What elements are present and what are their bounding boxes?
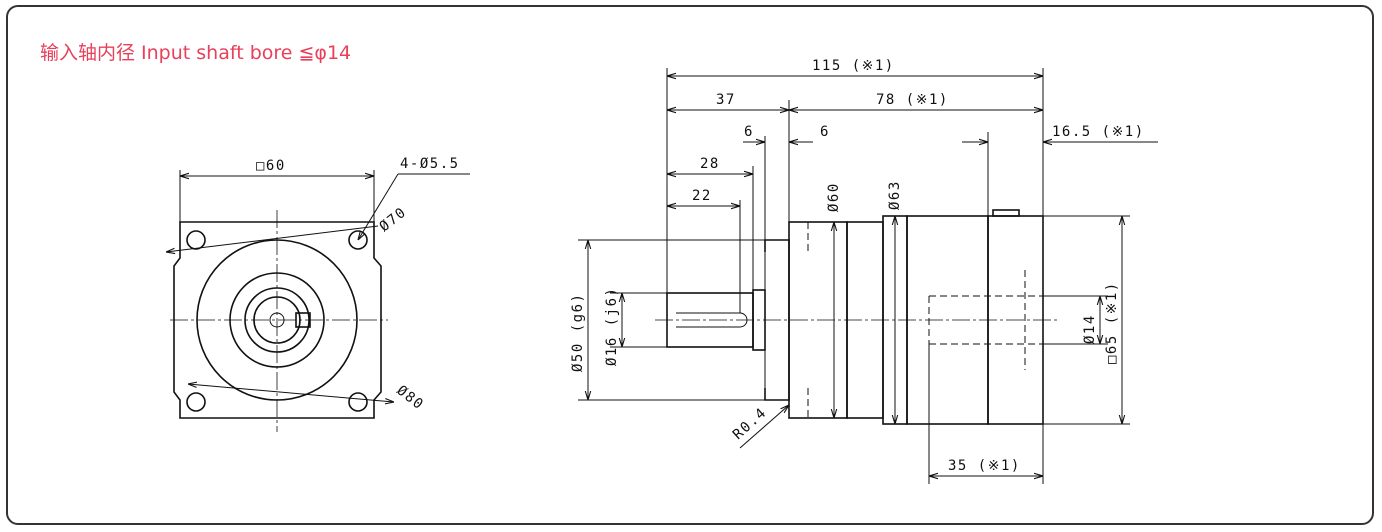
mount-hole-bl: [186, 392, 206, 412]
shaft-length-label: 28: [700, 156, 720, 172]
gap-left-label: 6: [744, 124, 754, 140]
body-dia-label: Ø63: [887, 180, 903, 210]
flange-length-label: 37: [716, 92, 736, 108]
overall-length-label: 115 (※1): [812, 58, 895, 74]
mount-hole-br: [348, 392, 368, 412]
side-view: 115 (※1) 37 78 (※1) 6 6 28 22 16.5 (※1) …: [570, 58, 1158, 484]
body-length-label: 78 (※1): [876, 92, 949, 108]
gap-right-label: 6: [820, 124, 830, 140]
bore-dia-label: Ø14: [1082, 314, 1098, 344]
spigot-dia-label: Ø50 (g6): [570, 293, 586, 372]
mount-hole-tl: [186, 230, 206, 250]
input-shaft-bore-title: 输入轴内径 Input shaft bore ≦φ14: [40, 42, 352, 64]
holes-label: 4-Ø5.5: [400, 156, 460, 172]
shaft-dia-label: Ø16 (j6): [604, 287, 620, 366]
rear-square-label: □65 (※1): [1104, 281, 1120, 364]
key-length-label: 22: [692, 188, 712, 204]
pilot-dia-label: Ø60: [826, 182, 842, 212]
corner-radius-label: R0.4: [730, 405, 770, 443]
pcd-outer-label: Ø80: [394, 383, 427, 414]
front-view: □60 4-Ø5.5 Ø70 Ø80: [166, 156, 470, 432]
rear-length-label: 16.5 (※1): [1052, 124, 1145, 140]
pcd-inner-label: Ø70: [377, 204, 410, 235]
drawing-frame: [6, 5, 1374, 525]
bore-depth-label: 35 (※1): [948, 458, 1021, 474]
flange-square-outline: [173, 221, 382, 419]
front-square-label: □60: [256, 158, 286, 174]
